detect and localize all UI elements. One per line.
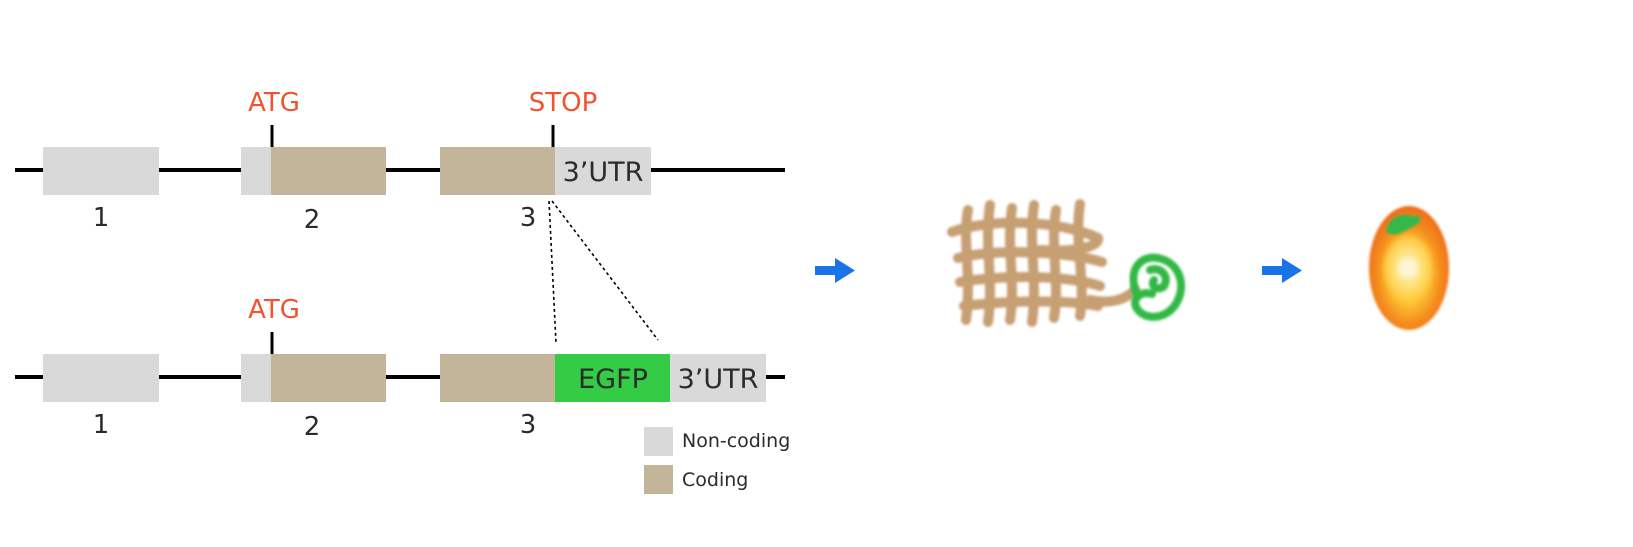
bottom-exon-2-noncoding <box>241 354 271 402</box>
bottom-exon-2-number: 2 <box>304 412 321 442</box>
bottom-atg-label: ATG <box>248 295 300 325</box>
wild-type-gene: 3’UTR ATG STOP 1 2 3 <box>15 88 785 235</box>
legend-coding-swatch <box>644 465 673 494</box>
bottom-exon-1-number: 1 <box>93 410 110 440</box>
arrow-right-icon <box>815 258 855 283</box>
top-utr <box>555 147 651 195</box>
bottom-egfp-label: EGFP <box>578 364 648 395</box>
fluorescent-cell-icon <box>1369 206 1449 330</box>
egfp-tagged-gene: EGFP 3’UTR ATG 1 2 3 <box>15 295 785 442</box>
top-exon-2-number: 2 <box>304 205 321 235</box>
bottom-utr-label: 3’UTR <box>678 364 759 395</box>
top-exon-3-coding <box>440 147 555 195</box>
top-exon-3-number: 3 <box>520 203 537 233</box>
bottom-utr <box>670 354 766 402</box>
top-utr-label: 3’UTR <box>563 157 644 188</box>
bottom-exon-3-number: 3 <box>520 410 537 440</box>
bottom-exon-1 <box>43 354 159 402</box>
bottom-exon-2-coding <box>271 354 386 402</box>
legend-non-coding-label: Non-coding <box>682 430 790 452</box>
top-exon-1 <box>43 147 159 195</box>
legend-non-coding-swatch <box>644 427 673 456</box>
top-stop-label: STOP <box>529 88 598 118</box>
top-exon-2-coding <box>271 147 386 195</box>
legend: Non-coding Coding <box>644 427 790 494</box>
top-exon-1-number: 1 <box>93 203 110 233</box>
insertion-guide-left <box>548 200 557 344</box>
folded-fusion-protein-icon <box>947 199 1186 327</box>
bottom-exon-3-coding <box>440 354 555 402</box>
legend-coding-label: Coding <box>682 469 748 491</box>
bottom-egfp <box>555 354 670 402</box>
insertion-guides <box>548 200 659 344</box>
top-atg-label: ATG <box>248 88 300 118</box>
top-exon-2-noncoding <box>241 147 271 195</box>
arrow-right-icon <box>1262 258 1302 283</box>
insertion-guide-right <box>551 200 659 341</box>
